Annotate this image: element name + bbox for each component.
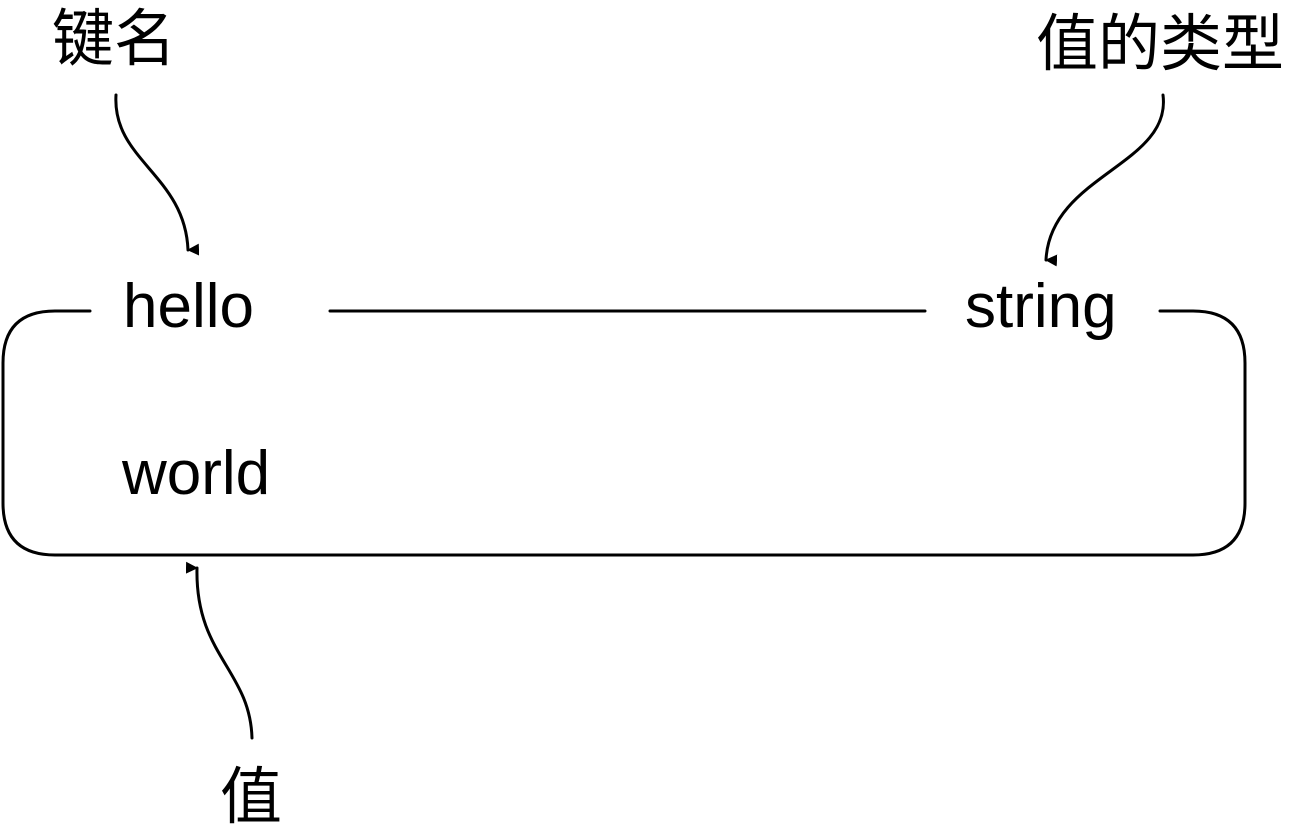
record-type: string xyxy=(965,272,1117,341)
record-box xyxy=(1,309,1247,557)
annotation-value-type: 值的类型 xyxy=(1036,7,1284,80)
record-value: world xyxy=(121,439,270,508)
key-name-arrow xyxy=(114,93,200,256)
annotation-value: 值 xyxy=(220,760,282,828)
annotation-key-name: 键名 xyxy=(52,2,176,75)
record-box-outline xyxy=(1,309,1247,557)
record-key: hello xyxy=(123,272,254,341)
value-arrow xyxy=(185,561,254,740)
value-type-arrow xyxy=(1044,93,1165,267)
